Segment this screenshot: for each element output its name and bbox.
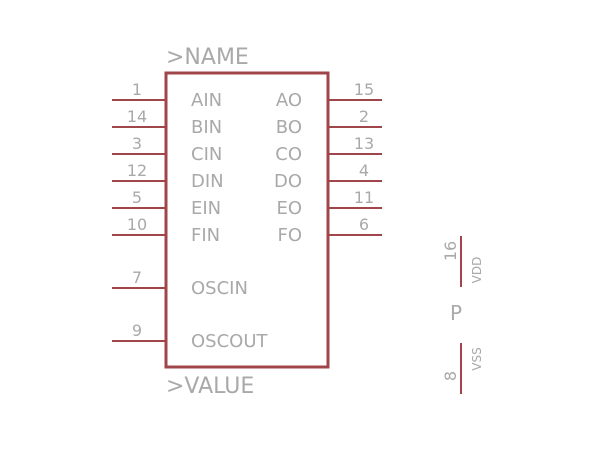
pin-number: 14	[127, 107, 147, 126]
right-pin: 4DO	[274, 161, 382, 192]
pin-number: 15	[354, 80, 374, 99]
pin-name: EIN	[191, 198, 221, 219]
power-part-label: P	[450, 301, 462, 325]
pin-name: BO	[276, 117, 302, 138]
pin-number: 12	[127, 161, 147, 180]
pin-name: OSCOUT	[191, 331, 269, 352]
pin-number: 7	[132, 268, 142, 287]
pin-name: OSCIN	[191, 278, 248, 299]
pin-number: 11	[354, 188, 374, 207]
pin-number: 6	[359, 215, 369, 234]
pin-number: 13	[354, 134, 374, 153]
pin-number: 1	[132, 80, 142, 99]
pin-name: DO	[274, 171, 302, 192]
pin-name: FIN	[191, 225, 220, 246]
pin-name: BIN	[191, 117, 222, 138]
value-placeholder: >VALUE	[166, 374, 254, 399]
power-pin-vdd-number: 16	[441, 241, 460, 261]
pin-name: DIN	[191, 171, 224, 192]
power-pin-vss-name: VSS	[470, 347, 484, 370]
right-pin: 2BO	[276, 107, 382, 138]
power-pin-vss-number: 8	[441, 371, 460, 381]
pin-number: 2	[359, 107, 369, 126]
pin-name: EO	[276, 198, 302, 219]
power-pin-vdd-name: VDD	[470, 257, 484, 284]
pin-number: 9	[132, 321, 142, 340]
power-pin-vss: 8 VSS	[441, 343, 484, 394]
pin-name: CIN	[191, 144, 222, 165]
pin-number: 3	[132, 134, 142, 153]
power-symbol: P 16 VDD 8 VSS	[441, 236, 484, 394]
pin-name: FO	[277, 225, 302, 246]
pin-number: 10	[127, 215, 147, 234]
pin-number: 5	[132, 188, 142, 207]
pin-name: AO	[276, 90, 302, 111]
ic-symbol: >NAME >VALUE 1AIN14BIN3CIN12DIN5EIN10FIN…	[112, 45, 382, 399]
pin-number: 4	[359, 161, 369, 180]
name-placeholder: >NAME	[166, 45, 249, 70]
power-pin-vdd: 16 VDD	[441, 236, 484, 287]
pin-name: AIN	[191, 90, 222, 111]
right-pin: 6FO	[277, 215, 382, 246]
ic-body-outline	[164, 71, 330, 369]
pin-name: CO	[275, 144, 302, 165]
